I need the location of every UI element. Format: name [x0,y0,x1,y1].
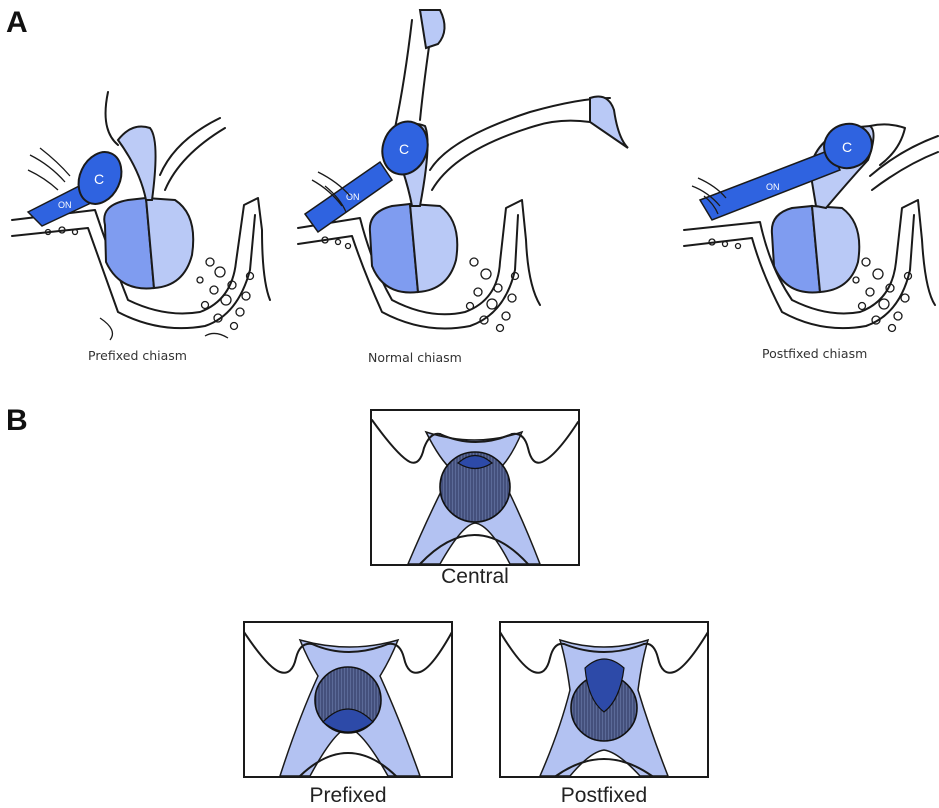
caption-prefixed: Prefixed [309,784,386,807]
postfixed-chiasm-diagram: Postfixed [500,622,708,807]
central-chiasm-diagram: Central [371,410,579,588]
prefixed-chiasm-diagram: Prefixed [244,622,452,807]
caption-postfixed: Postfixed [561,784,647,807]
postfixed-chiasm-illustration: C ON Postfixed chiasm [684,119,938,361]
optic-nerve-label: ON [766,182,780,192]
chiasm-label: C [842,139,852,155]
panel-a-letter: A [6,6,28,39]
caption-central: Central [441,565,509,588]
prefixed-chiasm-illustration: C ON Prefixed chiasm [12,92,270,363]
caption-postfixed-chiasm: Postfixed chiasm [762,346,867,361]
normal-chiasm-illustration: C ON Normal chiasm [298,10,628,365]
caption-prefixed-chiasm: Prefixed chiasm [88,348,187,363]
panel-b-letter: B [6,404,28,437]
chiasm-label: C [399,141,409,157]
optic-nerve-label: ON [58,200,72,210]
chiasm-label: C [94,171,104,187]
caption-normal-chiasm: Normal chiasm [368,350,462,365]
